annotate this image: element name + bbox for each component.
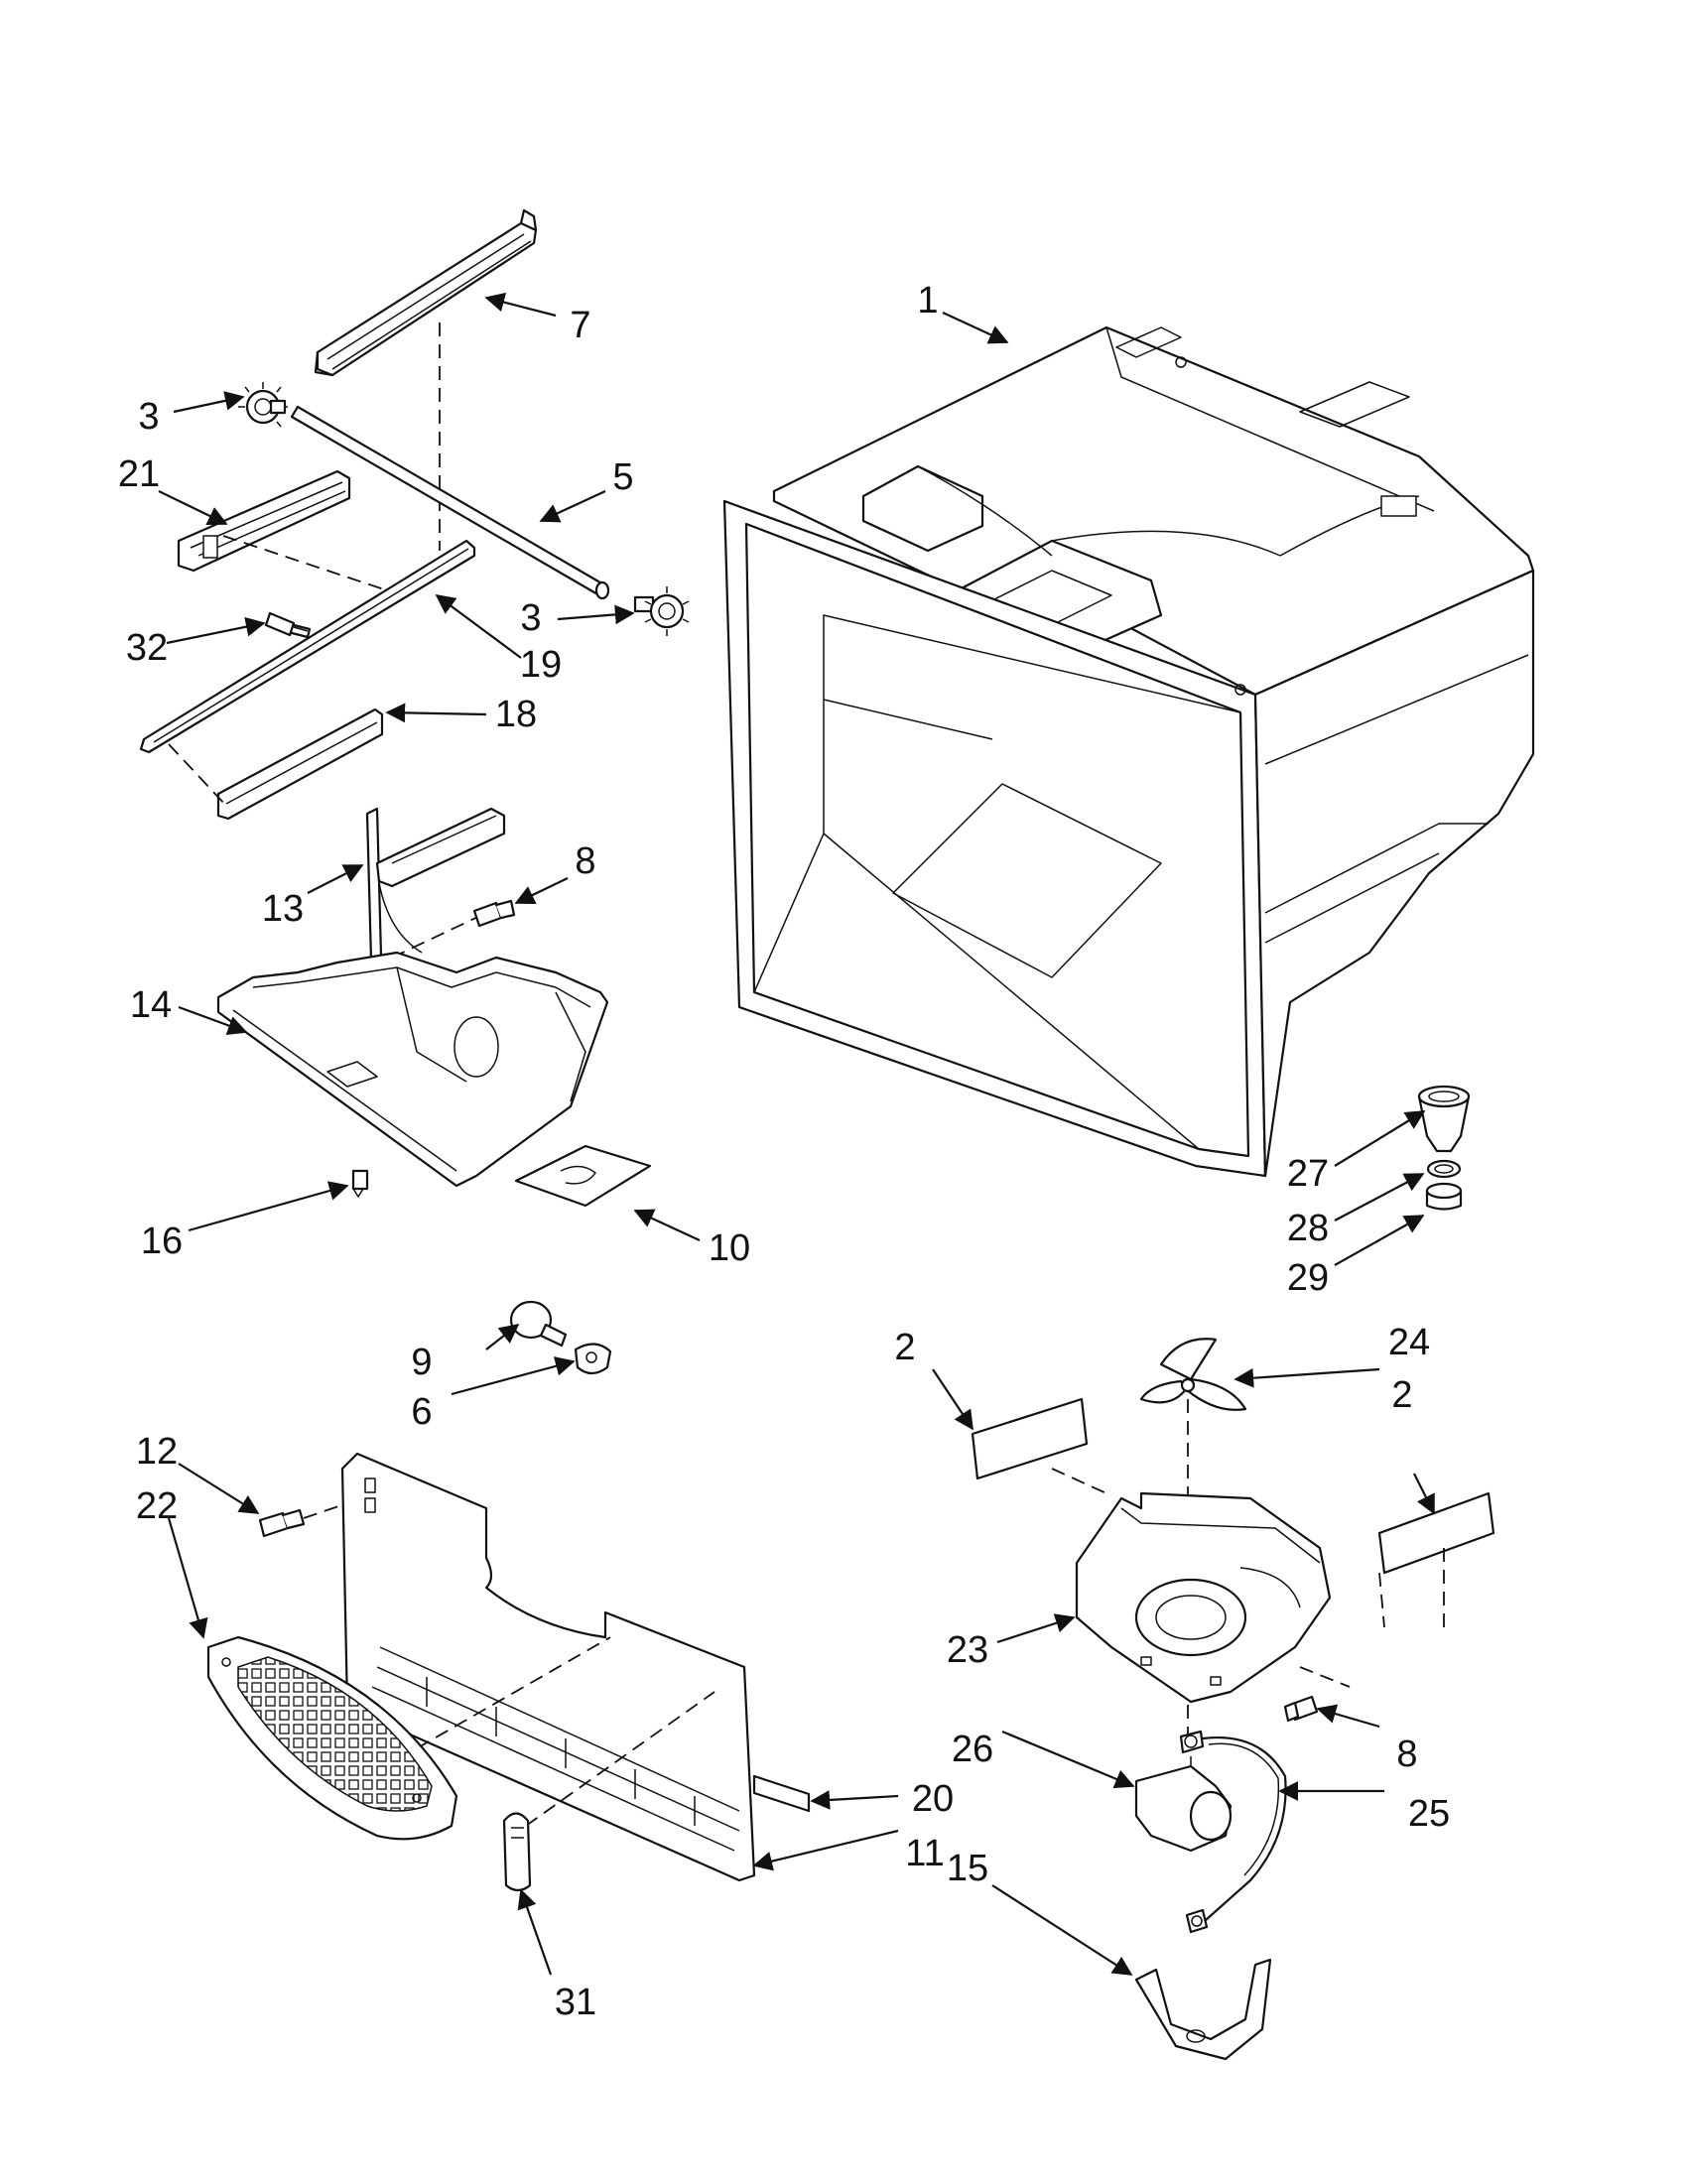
callout-8-right: 8 — [1396, 1734, 1417, 1775]
callout-7: 7 — [570, 305, 590, 346]
callout-3-right: 3 — [520, 597, 541, 639]
part-15-bracket — [1134, 1958, 1272, 2061]
part-12-screw — [258, 1508, 306, 1538]
callout-10: 10 — [709, 1227, 750, 1269]
callout-31: 31 — [555, 1982, 596, 2023]
part-7-rail — [314, 208, 538, 377]
part-6-socket — [574, 1343, 612, 1375]
callout-2-left: 2 — [894, 1327, 915, 1368]
part-21-bracket — [177, 469, 351, 573]
leader-lines — [158, 292, 1435, 1976]
part-18-slide — [216, 707, 384, 821]
part-8-screw-left — [472, 899, 516, 928]
part-23-housing — [1075, 1491, 1332, 1704]
part-22-grille — [206, 1635, 458, 1841]
callout-13: 13 — [262, 888, 304, 930]
callout-22: 22 — [136, 1485, 178, 1527]
part-2-pad-left — [971, 1397, 1089, 1480]
callout-32: 32 — [126, 627, 168, 669]
callout-6: 6 — [411, 1391, 432, 1433]
part-16-clip — [351, 1169, 369, 1198]
part-28-ring — [1426, 1159, 1462, 1179]
part-19-slide — [139, 539, 476, 754]
callout-28: 28 — [1287, 1208, 1329, 1249]
callout-26: 26 — [952, 1729, 993, 1770]
part-29-grommet — [1425, 1182, 1463, 1211]
part-32-screw — [264, 611, 312, 639]
callout-15: 15 — [947, 1848, 988, 1889]
part-13-bracket — [365, 807, 506, 999]
part-24-fan-blade — [1139, 1338, 1247, 1411]
part-10-label — [514, 1144, 652, 1208]
part-2-pad-right — [1377, 1491, 1495, 1575]
callout-20: 20 — [912, 1778, 954, 1820]
part-26-motor — [1134, 1730, 1233, 1853]
part-8-screw-right — [1283, 1695, 1319, 1723]
callout-8-left: 8 — [575, 840, 595, 882]
callout-3-top: 3 — [138, 396, 159, 438]
callout-21: 21 — [118, 453, 160, 495]
callout-11: 11 — [905, 1833, 944, 1874]
part-14-housing — [216, 951, 609, 1188]
part-31-clip — [502, 1812, 532, 1892]
callout-19: 19 — [520, 644, 562, 686]
callout-2-right: 2 — [1391, 1374, 1412, 1416]
callout-9: 9 — [411, 1342, 432, 1383]
callout-24: 24 — [1388, 1322, 1430, 1363]
part-1-liner — [722, 325, 1535, 1178]
callout-29: 29 — [1287, 1257, 1329, 1299]
part-20-strip — [752, 1774, 811, 1813]
callout-16: 16 — [141, 1220, 183, 1262]
callout-5: 5 — [612, 456, 633, 498]
callout-23: 23 — [947, 1629, 988, 1671]
part-11-panel — [340, 1452, 756, 1882]
callout-labels: 1 7 3 21 5 3 32 19 18 13 8 14 16 10 27 2… — [118, 280, 1450, 2023]
callout-18: 18 — [495, 694, 537, 735]
callout-14: 14 — [130, 984, 172, 1026]
callout-27: 27 — [1287, 1153, 1329, 1195]
callout-12: 12 — [136, 1431, 178, 1473]
part-5-rod — [290, 405, 610, 600]
callout-1: 1 — [917, 280, 938, 321]
part-9-bulb — [509, 1300, 568, 1348]
callout-25: 25 — [1408, 1793, 1450, 1835]
part-27-cap — [1417, 1085, 1471, 1153]
part-3-gear-top — [238, 382, 288, 428]
part-3-gear-right — [633, 586, 690, 636]
part-25-wire — [1185, 1736, 1287, 1934]
